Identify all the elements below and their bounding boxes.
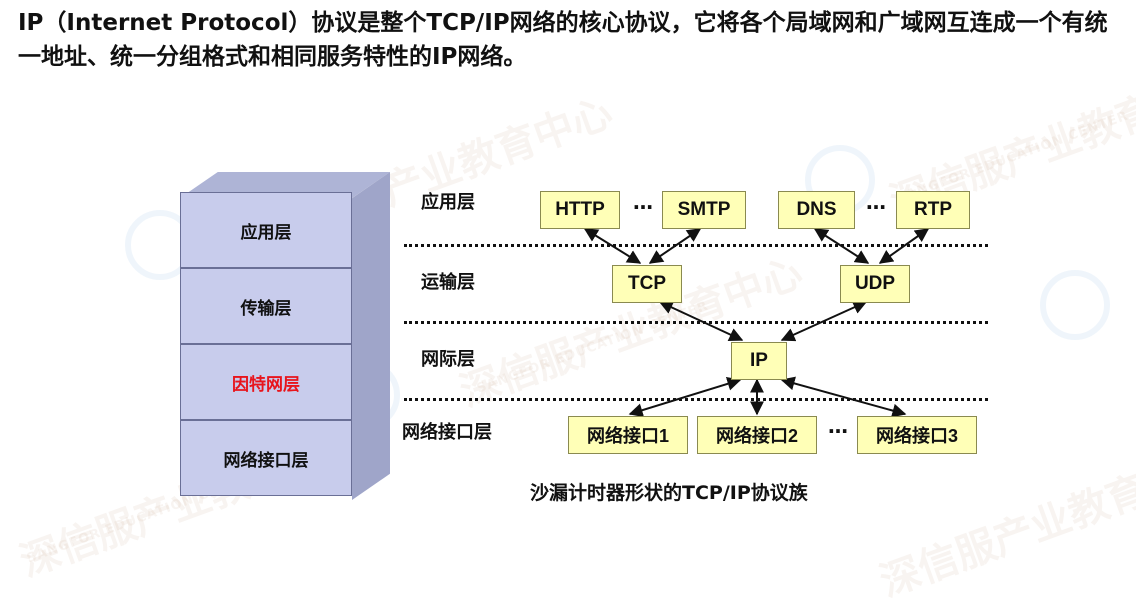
stack-layer-network-interface: 网络接口层 — [180, 420, 352, 496]
stack-side-face — [352, 172, 390, 500]
watermark-logo-icon — [1040, 270, 1110, 340]
arrow-http-tcp — [583, 228, 642, 264]
proto-box-http: HTTP — [540, 191, 620, 229]
stack-layer-application: 应用层 — [180, 192, 352, 268]
row-label-transport: 运输层 — [421, 272, 475, 293]
row-label-network-interface: 网络接口层 — [402, 422, 492, 443]
ellipsis: … — [828, 414, 848, 438]
diagram-caption: 沙漏计时器形状的TCP/IP协议族 — [530, 482, 808, 504]
arrow-rtp-udp — [878, 228, 930, 264]
connection-arrows — [583, 228, 930, 418]
arrow-udp-ip — [780, 300, 868, 342]
layer-stack: 应用层 传输层 因特网层 网络接口层 — [180, 172, 390, 502]
arrow-smtp-tcp — [648, 228, 702, 264]
proto-box-interface-2: 网络接口2 — [697, 416, 817, 454]
arrow-ip-if3 — [780, 376, 907, 418]
row-label-application: 应用层 — [421, 192, 475, 213]
arrow-tcp-ip — [658, 300, 744, 342]
intro-paragraph: IP（Internet Protocol）协议是整个TCP/IP网络的核心协议，… — [18, 10, 1108, 70]
row-label-internet: 网际层 — [421, 349, 475, 370]
arrow-dns-udp — [813, 228, 870, 264]
proto-box-rtp: RTP — [896, 191, 970, 229]
ellipsis: … — [866, 190, 886, 214]
proto-box-tcp: TCP — [612, 265, 682, 303]
proto-box-interface-1: 网络接口1 — [568, 416, 688, 454]
proto-box-ip: IP — [731, 342, 787, 380]
stack-layer-internet: 因特网层 — [180, 344, 352, 420]
stack-layer-transport: 传输层 — [180, 268, 352, 344]
proto-box-udp: UDP — [840, 265, 910, 303]
arrow-ip-if1 — [628, 377, 742, 417]
proto-box-smtp: SMTP — [662, 191, 746, 229]
ellipsis: … — [633, 190, 653, 214]
proto-box-interface-3: 网络接口3 — [857, 416, 977, 454]
proto-box-dns: DNS — [778, 191, 855, 229]
